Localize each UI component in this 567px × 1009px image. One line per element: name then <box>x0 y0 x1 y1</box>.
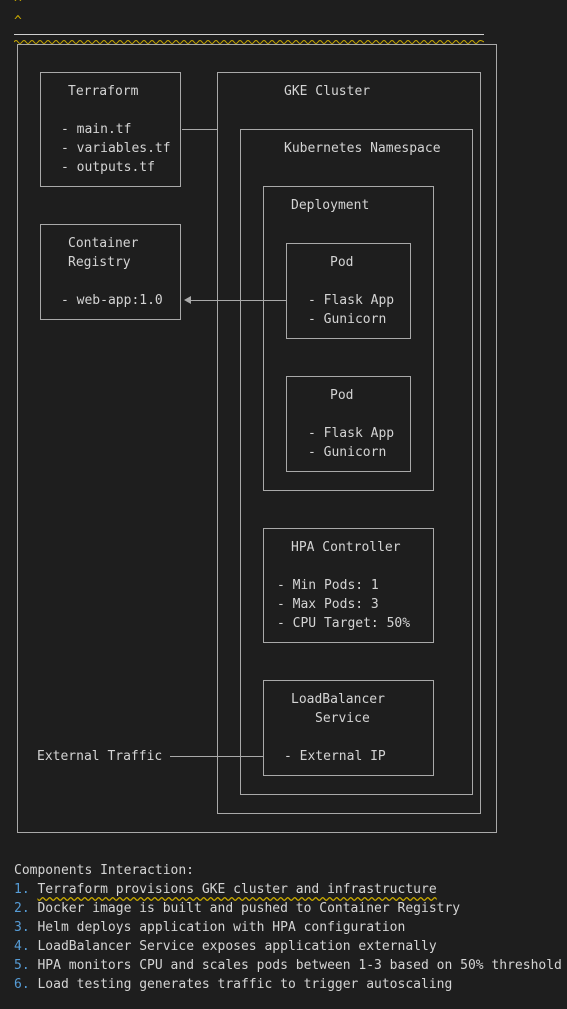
interaction-step: 1. Terraform provisions GKE cluster and … <box>14 880 437 899</box>
loadbalancer-item-external-ip: - External IP <box>284 749 386 764</box>
registry-title-line2: Registry <box>68 255 131 270</box>
interaction-heading: Components Interaction: <box>14 863 195 878</box>
terraform-item-outputs: - outputs.tf <box>61 160 155 175</box>
deployment-title: Deployment <box>291 198 370 213</box>
pod-box <box>286 376 411 472</box>
namespace-title: Kubernetes Namespace <box>284 141 441 156</box>
interaction-step: 3. Helm deploys application with HPA con… <box>14 918 405 937</box>
step-text: Docker image is built and pushed to Cont… <box>37 901 461 916</box>
registry-title-line1: Container <box>68 236 139 251</box>
namespace-box <box>240 129 473 795</box>
terraform-item-main: - main.tf <box>61 122 132 137</box>
hpa-item-min-pods: - Min Pods: 1 <box>277 578 379 593</box>
step-text: Load testing generates traffic to trigge… <box>37 977 453 992</box>
step-number: 1. <box>14 882 30 897</box>
top-divider <box>14 34 484 35</box>
step-number: 5. <box>14 958 30 973</box>
pod-item-flask: - Flask App <box>308 426 395 441</box>
interaction-step: 6. Load testing generates traffic to tri… <box>14 975 452 994</box>
step-number: 3. <box>14 920 30 935</box>
interaction-step: 4. LoadBalancer Service exposes applicat… <box>14 937 437 956</box>
caret-mark-2: ^ <box>14 14 22 29</box>
pod-item-gunicorn: - Gunicorn <box>308 445 387 460</box>
container-registry-box <box>40 224 181 320</box>
pod-registry-connector <box>190 300 286 301</box>
interaction-step: 5. HPA monitors CPU and scales pods betw… <box>14 956 562 975</box>
pod-item-flask: - Flask App <box>308 293 395 308</box>
terraform-item-variables: - variables.tf <box>61 141 171 156</box>
interaction-step: 2. Docker image is built and pushed to C… <box>14 899 460 918</box>
loadbalancer-title-line2: Service <box>315 711 370 726</box>
loadbalancer-title-line1: LoadBalancer <box>291 692 385 707</box>
pod-item-gunicorn: - Gunicorn <box>308 312 387 327</box>
hpa-item-max-pods: - Max Pods: 3 <box>277 597 379 612</box>
step-number: 4. <box>14 939 30 954</box>
gke-cluster-box <box>217 72 481 814</box>
diagram-outer-frame <box>17 44 497 833</box>
arrow-left-icon <box>184 296 191 304</box>
step-text: Helm deploys application with HPA config… <box>37 920 406 935</box>
hpa-item-cpu-target: - CPU Target: 50% <box>277 616 411 631</box>
terraform-title: Terraform <box>68 84 139 99</box>
warning-squiggle <box>14 40 484 44</box>
step-text: LoadBalancer Service exposes application… <box>37 939 437 954</box>
deployment-box <box>263 186 434 491</box>
step-text: Terraform provisions GKE cluster and inf… <box>37 882 437 897</box>
caret-mark-1: ^ <box>14 0 22 11</box>
hpa-controller-box <box>263 528 434 643</box>
terraform-box <box>40 72 181 187</box>
loadbalancer-box <box>263 680 434 776</box>
hpa-title: HPA Controller <box>291 540 401 555</box>
step-number: 2. <box>14 901 30 916</box>
pod-box <box>286 243 411 339</box>
step-text: HPA monitors CPU and scales pods between… <box>37 958 562 973</box>
pod-title: Pod <box>330 255 354 270</box>
step-number: 6. <box>14 977 30 992</box>
gke-cluster-title: GKE Cluster <box>284 84 371 99</box>
terraform-gke-connector <box>182 129 217 130</box>
registry-item-image: - web-app:1.0 <box>61 293 163 308</box>
pod-title: Pod <box>330 388 354 403</box>
traffic-connector <box>170 756 263 757</box>
external-traffic-label: External Traffic <box>37 749 163 764</box>
